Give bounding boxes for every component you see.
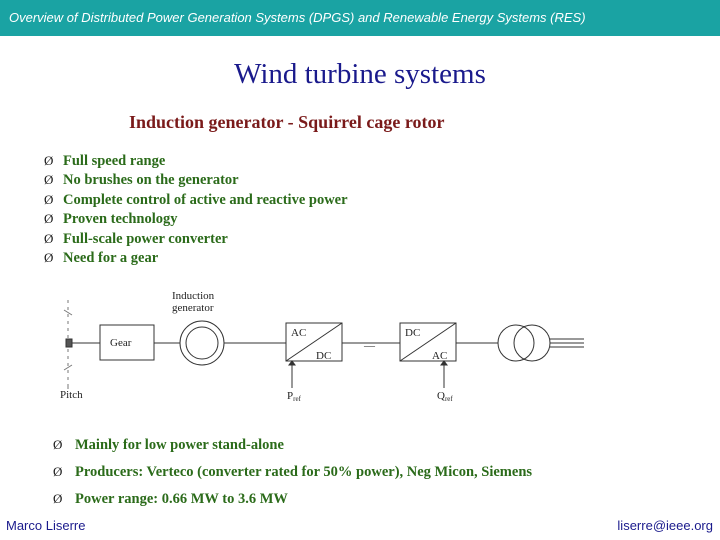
p-ref-label: Pref [287,390,302,403]
bullet-text: Mainly for low power stand-alone [75,437,284,453]
bullet-arrow-icon: Ø [44,172,54,188]
bullet-arrow-icon: Ø [44,230,54,246]
bullet-item: Ø No brushes on the generator [44,170,348,189]
bullet-item: Ø Power range: 0.66 MW to 3.6 MW [53,490,532,517]
bullet-item: Ø Need for a gear [44,248,348,267]
feature-bullet-list: Ø Full speed range Ø No brushes on the gen… [44,151,348,267]
hub-icon [65,338,73,348]
q-ref-arrow-icon [440,360,448,388]
grid-connection-lines [550,338,584,348]
transformer-icon [497,324,551,362]
bullet-text: Proven technology [63,211,178,228]
bullet-arrow-icon: Ø [44,211,54,227]
slide-title: Wind turbine systems [234,58,486,90]
bullet-item: Ø Full speed range [44,151,348,170]
footer-email: liserre@ieee.org [617,518,713,533]
ac-dc-converter-block [285,322,343,362]
bullet-item: Ø Proven technology [44,209,348,228]
bullet-arrow-icon: Ø [44,191,54,207]
bullet-text: Need for a gear [63,249,159,266]
header-text: Overview of Distributed Power Generation… [9,10,586,25]
bullet-item: Ø Complete control of active and reactive… [44,190,348,209]
bullet-arrow-icon: Ø [44,153,54,168]
slide-subtitle: Induction generator - Squirrel cage roto… [129,112,445,132]
pitch-label: Pitch [60,389,83,401]
bullet-arrow-icon: Ø [44,249,54,265]
bullet-arrow-icon: Ø [53,491,63,507]
bullet-arrow-icon: Ø [53,437,63,452]
generator-label-line1: Induction [172,290,215,302]
converter2-diagonal [399,322,457,362]
gear-label: Gear [110,337,132,349]
bullet-item: Ø Producers: Verteco (converter rated for… [53,463,533,490]
bullet-item: Ø Full-scale power converter [44,229,348,248]
converter2-top-label: DC [405,327,420,339]
bullet-text: Power range: 0.66 MW to 3.6 MW [75,491,288,508]
bullet-text: No brushes on the generator [63,172,239,189]
bullet-text: Producers: Verteco (converter rated for … [75,464,533,481]
bullet-arrow-icon: Ø [53,464,63,480]
bullet-text: Complete control of active and reactive … [63,191,348,208]
footer-author: Marco Liserre [6,518,86,533]
dc-link-symbol: — [363,340,376,352]
header-bar: Overview of Distributed Power Generation… [0,0,720,36]
converter2-bottom-label: AC [432,350,447,362]
induction-generator-icon [179,320,225,366]
p-ref-arrow-icon [288,360,296,388]
converter1-diagonal [285,322,343,362]
q-ref-label: Qref [437,390,453,403]
converter1-top-label: AC [291,327,306,339]
producer-bullet-list: Ø Mainly for low power stand-alone Ø Produ… [53,436,533,518]
wind-turbine-diagram: Gear Induction generator Pitch AC DC — D… [60,290,584,403]
dc-ac-converter-block [399,322,457,362]
generator-label-line2: generator [172,302,214,314]
bullet-text: Full speed range [63,153,166,169]
converter1-bottom-label: DC [316,350,331,362]
bullet-item: Ø Mainly for low power stand-alone [53,436,532,463]
bullet-text: Full-scale power converter [63,230,228,247]
